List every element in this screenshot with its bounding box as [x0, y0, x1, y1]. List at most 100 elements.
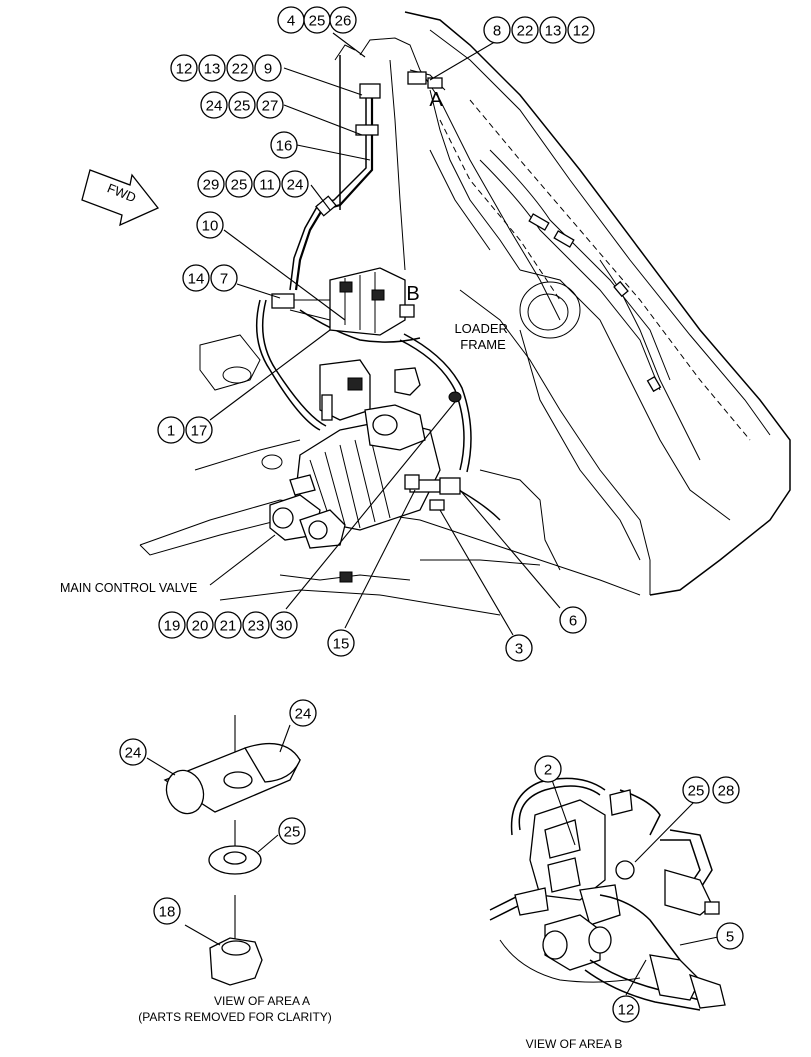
- callout-number: 13: [204, 61, 221, 78]
- view-b-title: VIEW OF AREA B: [526, 1037, 623, 1051]
- callout-bubble: 28: [712, 776, 740, 804]
- callout-number: 24: [287, 177, 304, 194]
- callout-number: 13: [545, 23, 562, 40]
- callout-bubble: 13: [539, 16, 567, 44]
- callout-b-25-28: 25 28: [682, 776, 740, 804]
- callout-bubble: 4: [277, 6, 305, 34]
- callout-bubble: 30: [270, 611, 298, 639]
- callout-number: 25: [234, 98, 251, 115]
- callout-a-25: 25: [278, 817, 306, 845]
- callout-number: 16: [276, 138, 293, 155]
- callout-number: 25: [284, 824, 301, 841]
- callout-4-25-26: 4 25 26: [277, 6, 357, 34]
- callout-16: 16: [270, 131, 298, 159]
- callout-bubble: 12: [170, 54, 198, 82]
- callout-bubble: 1: [157, 416, 185, 444]
- callout-bubble: 27: [256, 91, 284, 119]
- callout-number: 29: [203, 177, 220, 194]
- callout-bubble: 15: [327, 629, 355, 657]
- callout-number: 24: [125, 745, 142, 762]
- callout-b-2: 2: [534, 755, 562, 783]
- callout-10: 10: [196, 211, 224, 239]
- callout-bubble: 6: [559, 606, 587, 634]
- callout-number: 12: [573, 23, 590, 40]
- callout-bubble: 7: [210, 264, 238, 292]
- callout-number: 12: [176, 61, 193, 78]
- callout-number: 4: [287, 13, 295, 30]
- callout-number: 21: [220, 618, 237, 635]
- callout-bubble: 25: [278, 817, 306, 845]
- callout-a-24-left: 24: [119, 738, 147, 766]
- callout-number: 12: [618, 1002, 635, 1019]
- callout-number: 15: [333, 636, 350, 653]
- callout-6: 6: [559, 606, 587, 634]
- callout-number: 23: [248, 618, 265, 635]
- callout-bubble: 24: [119, 738, 147, 766]
- callout-8-22-13-12: 8 22 13 12: [483, 16, 595, 44]
- callout-number: 6: [569, 613, 577, 630]
- callout-3: 3: [505, 634, 533, 662]
- callout-number: 22: [232, 61, 249, 78]
- callout-a-24-right: 24: [289, 699, 317, 727]
- main-control-valve-label: MAIN CONTROL VALVE: [60, 581, 197, 595]
- callout-number: 7: [220, 271, 228, 288]
- callout-number: 27: [262, 98, 279, 115]
- forward-arrow-icon: FWD: [81, 169, 160, 227]
- callout-number: 17: [191, 423, 208, 440]
- callout-bubble: 25: [303, 6, 331, 34]
- callout-bubble: 3: [505, 634, 533, 662]
- callout-bubble: 12: [567, 16, 595, 44]
- callout-number: 28: [718, 783, 735, 800]
- main-control-valve: [269, 267, 462, 583]
- callout-bubble: 24: [200, 91, 228, 119]
- callout-bubble: 25: [225, 170, 253, 198]
- callout-14-7: 14 7: [182, 264, 238, 292]
- callout-bubble: 11: [253, 170, 281, 198]
- callout-number: 25: [688, 783, 705, 800]
- callout-number: 1: [167, 423, 175, 440]
- callout-number: 20: [192, 618, 209, 635]
- callout-number: 30: [276, 618, 293, 635]
- callout-number: 3: [515, 641, 523, 658]
- tube-assembly: [255, 69, 501, 521]
- callout-number: 25: [309, 13, 326, 30]
- callout-1-17: 1 17: [157, 416, 213, 444]
- callout-bubble: 25: [682, 776, 710, 804]
- callout-number: 26: [335, 13, 352, 30]
- callout-number: 18: [159, 904, 176, 921]
- view-area-b: [489, 777, 726, 1011]
- callout-bubble: 12: [612, 995, 640, 1023]
- callout-12-13-22-9: 12 13 22 9: [170, 54, 282, 82]
- callout-number: 9: [264, 61, 272, 78]
- view-area-a: [146, 715, 301, 986]
- callout-bubble: 22: [226, 54, 254, 82]
- callout-bubble: 26: [329, 6, 357, 34]
- callout-bubble: 16: [270, 131, 298, 159]
- callout-number: 5: [726, 929, 734, 946]
- callout-29-25-11-24: 29 25 11 24: [197, 170, 309, 198]
- callout-bubble: 18: [153, 897, 181, 925]
- callout-number: 11: [259, 177, 275, 194]
- callout-15: 15: [327, 629, 355, 657]
- callout-number: 10: [202, 218, 219, 235]
- view-a-title: VIEW OF AREA A: [214, 994, 310, 1008]
- view-a-subtitle: (PARTS REMOVED FOR CLARITY): [138, 1010, 332, 1024]
- leader-lines: [209, 32, 561, 636]
- callout-bubble: 21: [214, 611, 242, 639]
- callout-a-18: 18: [153, 897, 181, 925]
- callout-number: 8: [493, 23, 501, 40]
- callout-number: 14: [188, 271, 205, 288]
- callout-bubble: 5: [716, 922, 744, 950]
- callout-bubble: 24: [281, 170, 309, 198]
- loader-frame: [139, 11, 791, 616]
- callout-bubble: 2: [534, 755, 562, 783]
- area-b-marker: B: [406, 283, 419, 305]
- callout-bubble: 10: [196, 211, 224, 239]
- callout-number: 25: [231, 177, 248, 194]
- callout-bubble: 22: [511, 16, 539, 44]
- callout-bubble: 29: [197, 170, 225, 198]
